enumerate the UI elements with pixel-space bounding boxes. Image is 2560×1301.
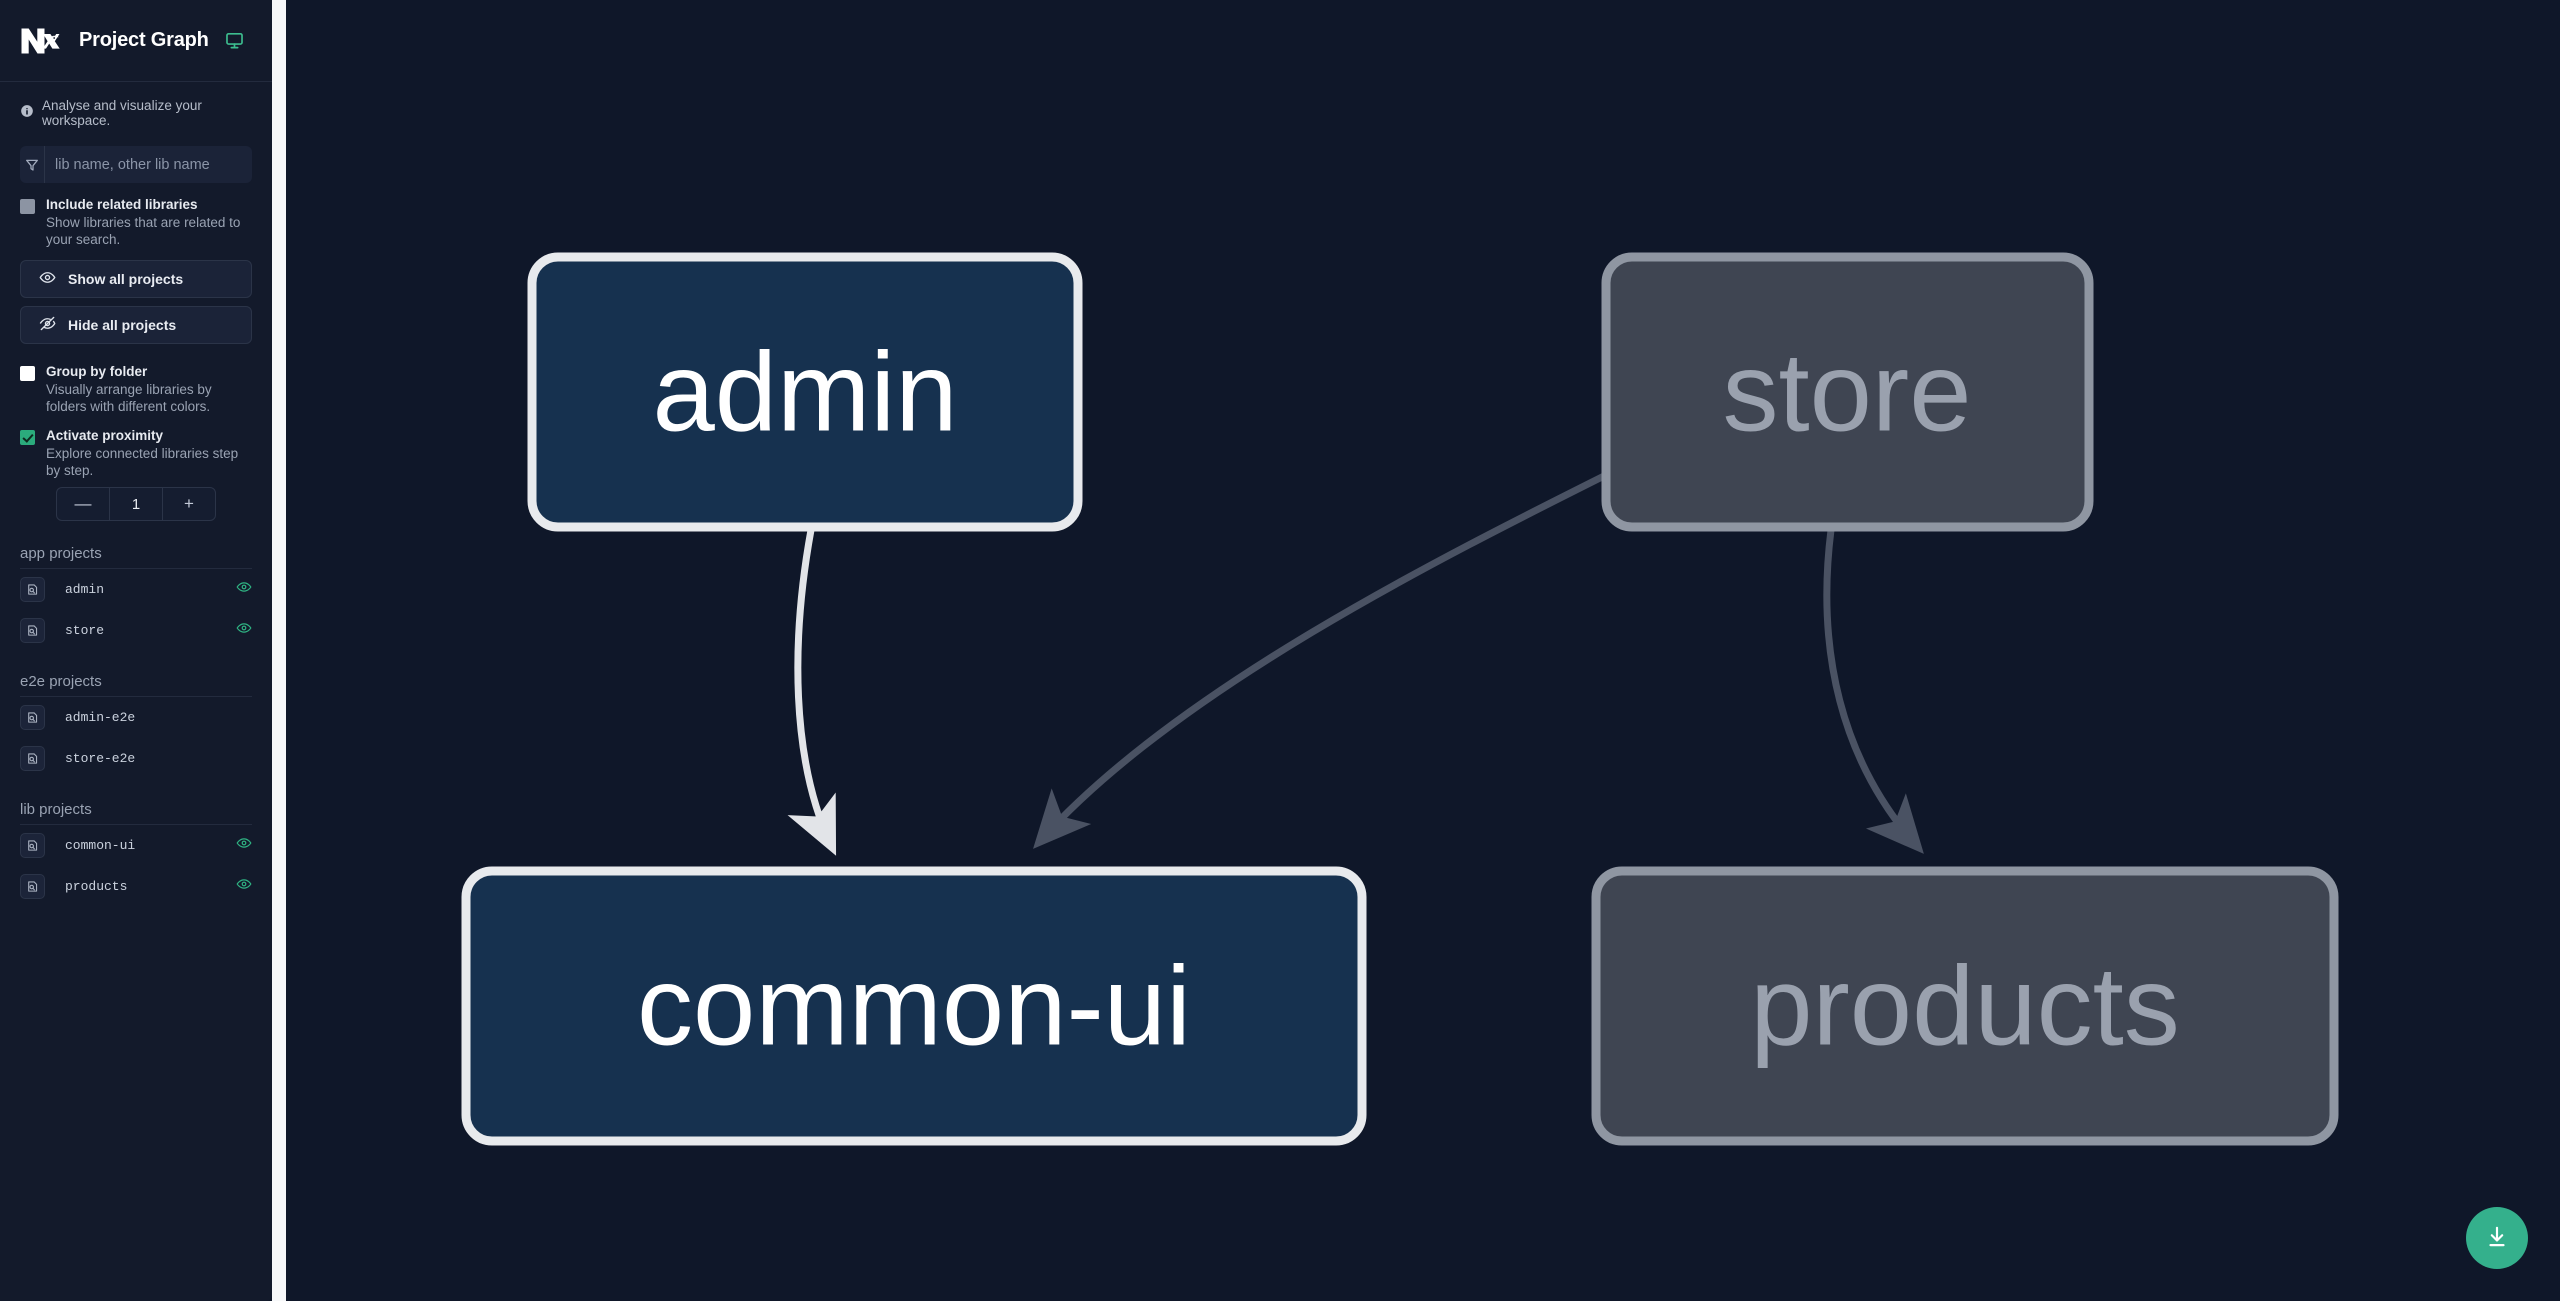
visibility-buttons: Show all projects Hide all projects — [0, 248, 272, 344]
filter-box[interactable] — [20, 146, 252, 183]
project-app-icon — [20, 577, 45, 602]
project-group-title-app: app projects — [20, 545, 252, 569]
info-icon — [20, 104, 34, 123]
node-label-common-ui: common-ui — [637, 944, 1191, 1069]
eye-icon — [39, 269, 56, 289]
project-name: common-ui — [65, 838, 136, 853]
sidebar-info: Analyse and visualize your workspace. — [0, 82, 272, 138]
group-by-folder-checkbox[interactable] — [20, 366, 35, 381]
option-group-by-folder-row[interactable]: Group by folder Visually arrange librari… — [0, 344, 272, 415]
monitor-icon[interactable] — [225, 31, 244, 50]
node-label-store: store — [1723, 330, 1972, 455]
activate-proximity-checkbox[interactable] — [20, 430, 35, 445]
show-all-projects-label: Show all projects — [68, 271, 184, 287]
proximity-value: 1 — [109, 488, 163, 520]
activate-proximity-description: Explore connected libraries step by step… — [46, 446, 239, 478]
edge-store-to-products[interactable] — [1823, 526, 1924, 854]
eye-off-icon — [39, 315, 56, 335]
include-related-libraries-checkbox[interactable] — [20, 199, 35, 214]
edge-admin-to-common-ui[interactable] — [787, 526, 837, 856]
hide-all-projects-button[interactable]: Hide all projects — [20, 306, 252, 344]
project-row-store-e2e[interactable]: store-e2e — [20, 738, 252, 779]
funnel-filter-icon — [20, 146, 45, 183]
graph-node-store[interactable]: store — [1601, 252, 2094, 532]
project-row-common-ui[interactable]: common-ui — [20, 825, 252, 866]
project-graph-svg[interactable]: admin store common-ui products — [286, 0, 2560, 1301]
download-icon — [2484, 1224, 2510, 1253]
project-group-title-lib: lib projects — [20, 801, 252, 825]
graph-canvas[interactable]: admin store common-ui products — [286, 0, 2560, 1301]
project-name: store-e2e — [65, 751, 136, 766]
node-box-store[interactable] — [1601, 252, 2094, 532]
eye-icon[interactable] — [236, 620, 252, 641]
download-button[interactable] — [2466, 1207, 2528, 1269]
proximity-decrement-button[interactable]: — — [57, 488, 109, 520]
proximity-stepper-wrap: — 1 + — [0, 479, 272, 521]
node-box-admin[interactable] — [527, 252, 1083, 532]
project-name: store — [65, 623, 105, 638]
graph-node-common-ui[interactable]: common-ui — [461, 866, 1367, 1146]
project-app-icon — [20, 618, 45, 643]
group-by-folder-description: Visually arrange libraries by folders wi… — [46, 382, 212, 414]
node-label-products: products — [1750, 944, 2180, 1069]
sidebar: Project Graph Analyse and visualize your… — [0, 0, 272, 1301]
node-box-common-ui[interactable] — [461, 866, 1367, 1146]
edge-store-to-common-ui[interactable] — [1033, 466, 1620, 849]
project-row-admin-e2e[interactable]: admin-e2e — [20, 697, 252, 738]
sidebar-header: Project Graph — [0, 0, 272, 82]
sidebar-info-text: Analyse and visualize your workspace. — [42, 98, 202, 128]
project-name: admin — [65, 582, 105, 597]
project-list[interactable]: app projects admin — [0, 521, 272, 1301]
project-app-icon — [20, 705, 45, 730]
hide-all-projects-label: Hide all projects — [68, 317, 177, 333]
filter-row — [0, 138, 272, 183]
search-input[interactable] — [45, 146, 252, 183]
project-app-icon — [20, 833, 45, 858]
option-activate-proximity-row[interactable]: Activate proximity Explore connected lib… — [0, 415, 272, 479]
show-all-projects-button[interactable]: Show all projects — [20, 260, 252, 298]
project-group-title-e2e: e2e projects — [20, 673, 252, 697]
include-related-libraries-description: Show libraries that are related to your … — [46, 215, 241, 247]
page-title: Project Graph — [79, 29, 209, 51]
project-name: admin-e2e — [65, 710, 136, 725]
group-by-folder-label: Group by folder — [46, 364, 148, 379]
project-row-store[interactable]: store — [20, 610, 252, 651]
project-name: products — [65, 879, 128, 894]
include-related-libraries-label: Include related libraries — [46, 197, 198, 212]
proximity-increment-button[interactable]: + — [163, 488, 215, 520]
eye-icon[interactable] — [236, 579, 252, 600]
sidebar-resize-handle[interactable] — [272, 0, 286, 1301]
eye-icon[interactable] — [236, 835, 252, 856]
graph-edges — [787, 466, 1924, 856]
project-app-icon — [20, 746, 45, 771]
graph-node-admin[interactable]: admin — [527, 252, 1083, 532]
activate-proximity-label: Activate proximity — [46, 428, 164, 443]
node-label-admin: admin — [652, 330, 957, 455]
project-app-icon — [20, 874, 45, 899]
node-box-products[interactable] — [1591, 866, 2339, 1146]
nx-logo — [20, 24, 60, 57]
eye-icon[interactable] — [236, 876, 252, 897]
project-row-products[interactable]: products — [20, 866, 252, 907]
project-row-admin[interactable]: admin — [20, 569, 252, 610]
proximity-stepper: — 1 + — [56, 487, 216, 521]
graph-node-products[interactable]: products — [1591, 866, 2339, 1146]
option-include-related-libraries-row[interactable]: Include related libraries Show libraries… — [0, 183, 272, 248]
